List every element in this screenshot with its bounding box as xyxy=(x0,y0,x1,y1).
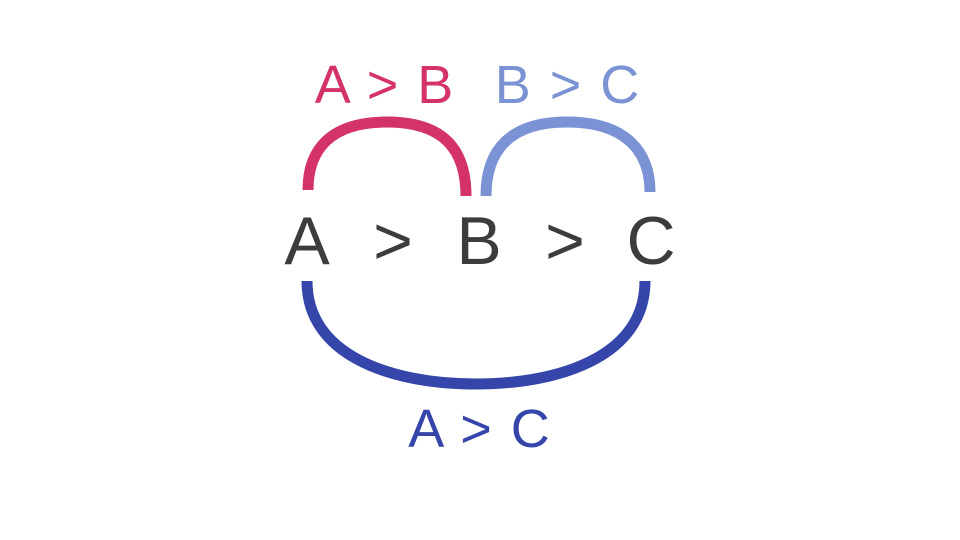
arc-a-gt-c xyxy=(301,280,651,390)
arc-a-gt-b xyxy=(302,116,472,197)
expr-operator-2: > xyxy=(545,203,585,279)
label-b-gt-c: B > C xyxy=(494,55,642,115)
expr-term-a: A xyxy=(284,203,330,279)
arc-b-gt-c xyxy=(480,116,656,197)
expr-term-c: C xyxy=(626,203,676,279)
expr-operator-1: > xyxy=(373,203,413,279)
label-a-gt-c: A > C xyxy=(408,399,552,459)
expr-term-b: B xyxy=(456,203,502,279)
label-a-gt-b: A > B xyxy=(314,55,456,115)
